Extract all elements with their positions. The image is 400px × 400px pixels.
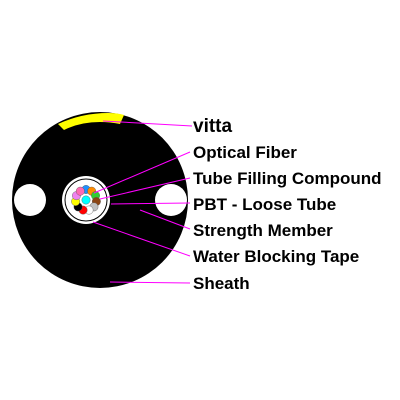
sheath-label: Sheath — [193, 274, 250, 293]
optical-fiber-label: Optical Fiber — [193, 143, 297, 162]
leader-line-strength-member — [139, 209, 191, 230]
leader-line-sheath — [109, 281, 191, 284]
tube-filling-compound-boundary — [64, 178, 108, 222]
leader-line-optical-fiber — [93, 151, 191, 194]
leader-line-tube-filling — [99, 177, 191, 200]
optical-fiber — [75, 186, 85, 196]
strength-member-label: Strength Member — [193, 221, 333, 240]
strength-member-left — [14, 184, 46, 216]
brand-label: vitta — [193, 116, 233, 137]
water-blocking-tape-label: Water Blocking Tape — [193, 247, 359, 266]
yellow-marking-stripe — [58, 113, 124, 130]
tube-filling-compound-label: Tube Filling Compound — [193, 169, 382, 188]
pbt-loose-tube-label: PBT - Loose Tube — [193, 195, 336, 214]
optical-fiber — [81, 195, 91, 205]
optical-fiber-bundle — [71, 185, 101, 215]
strength-member-right — [155, 184, 187, 216]
leader-line-pbt-tube — [110, 202, 191, 205]
leader-lines — [92, 120, 193, 284]
leader-line-water-blocking — [92, 221, 191, 257]
leader-line-brand — [102, 120, 193, 127]
